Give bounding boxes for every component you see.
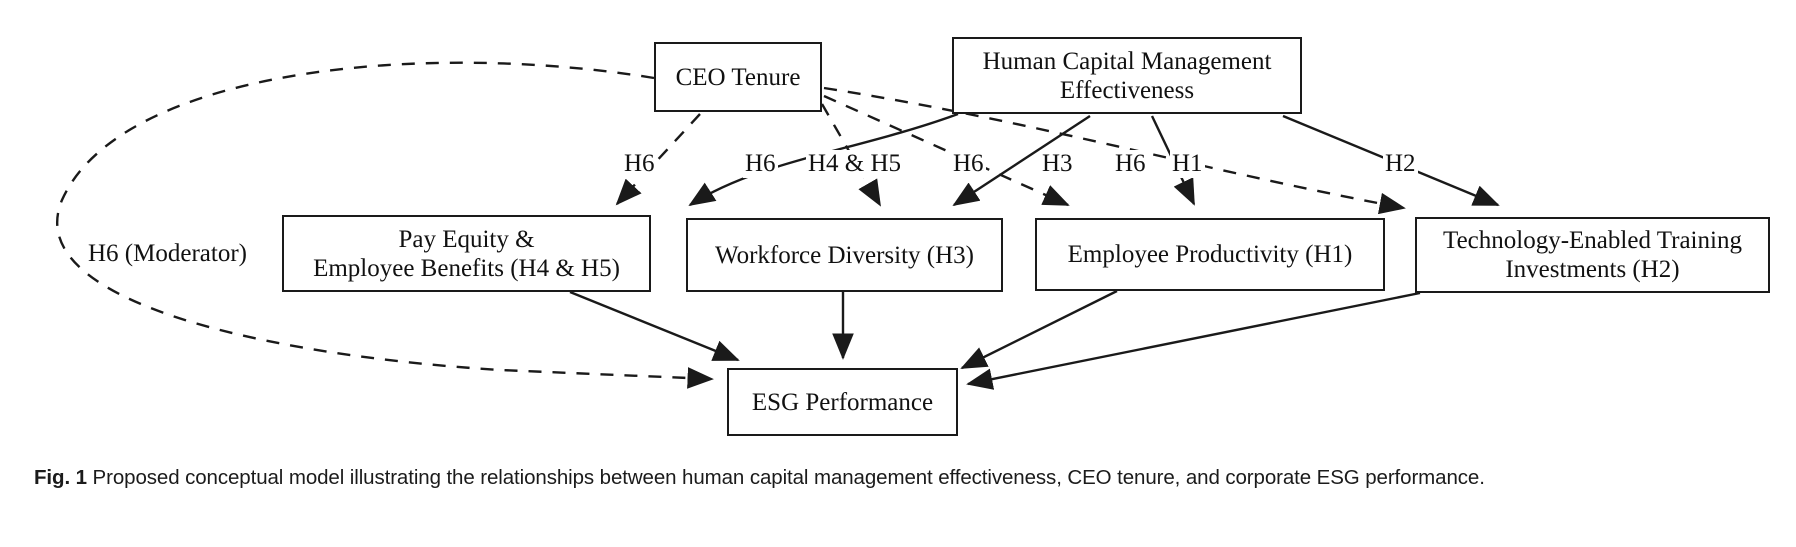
edge-ceo-to-esg-moderator [55,61,714,389]
edge-label-h6-workforce: H6 [743,150,778,178]
node-technology-enabled-training-investments[interactable]: Technology-Enabled Training Investments … [1415,217,1770,293]
edge-label-h6-productivity: H6 [951,150,986,178]
node-technology-training-label-line2: Investments (H2) [1505,256,1680,283]
node-workforce-diversity-label: Workforce Diversity (H3) [714,241,974,269]
node-human-capital-management-effectiveness[interactable]: Human Capital Management Effectiveness [952,37,1302,114]
edge-technology-training-to-esg [966,291,1421,390]
edges-solid-to-esg [569,289,1421,390]
node-hcm-label-line2: Effectiveness [1059,76,1195,104]
edge-label-h6-pay-equity: H6 [622,150,657,178]
node-esg-performance[interactable]: ESG Performance [727,368,958,436]
edge-hcm-to-workforce-diversity [952,114,1091,207]
node-employee-productivity-label: Employee Productivity (H1) [1067,241,1353,268]
edge-label-h4-h5: H4 & H5 [806,150,904,178]
node-pay-equity-label-line1: Pay Equity & [398,225,535,253]
node-pay-equity-label-line2: Employee Benefits (H4 & H5) [313,254,620,282]
edge-label-h6-moderator: H6 (Moderator) [88,240,247,267]
edge-pay-equity-to-esg [569,290,740,362]
edge-label-h2: H2 [1383,150,1418,178]
figure-caption-text: Proposed conceptual model illustrating t… [92,466,1485,489]
node-technology-training-label-line1: Technology-Enabled Training [1443,227,1742,254]
edge-ceo-to-employee-productivity [823,94,1070,207]
node-esg-performance-label: ESG Performance [751,388,934,416]
edge-employee-productivity-to-esg [960,289,1118,370]
figure-number-label: Fig. 1 [34,466,87,489]
edge-label-h3: H3 [1040,150,1075,178]
edge-label-h1: H1 [1170,150,1205,178]
figure-caption: Fig. 1 Proposed conceptual model illustr… [34,462,1774,494]
node-workforce-diversity[interactable]: Workforce Diversity (H3) [686,218,1003,292]
node-hcm-label-line1: Human Capital Management [982,47,1272,75]
edge-ceo-to-pay-equity [615,113,701,206]
edge-ceo-to-technology-training [823,86,1406,215]
node-ceo-tenure[interactable]: CEO Tenure [654,42,822,112]
node-pay-equity-employee-benefits[interactable]: Pay Equity & Employee Benefits (H4 & H5) [282,215,651,292]
node-ceo-tenure-label: CEO Tenure [675,63,801,91]
edge-label-h6-technology: H6 [1113,150,1148,178]
node-employee-productivity[interactable]: Employee Productivity (H1) [1035,218,1385,291]
